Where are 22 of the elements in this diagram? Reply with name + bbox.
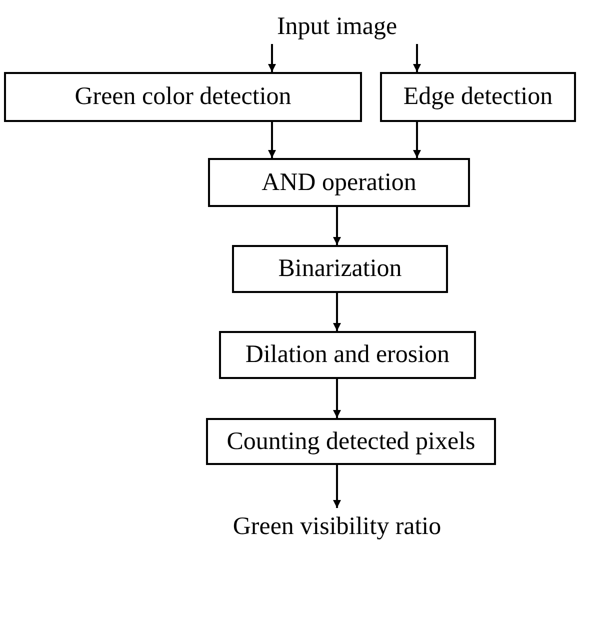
arrow <box>268 122 276 158</box>
node-label: Edge detection <box>403 82 553 112</box>
arrow <box>268 44 276 72</box>
arrow <box>413 44 421 72</box>
arrow <box>333 465 341 508</box>
arrow <box>333 293 341 331</box>
process-box <box>232 245 448 293</box>
arrow <box>333 207 341 245</box>
process-box <box>4 72 362 122</box>
process-box <box>219 331 476 379</box>
node-label: Green color detection <box>74 82 292 112</box>
arrow <box>333 379 341 418</box>
arrow <box>413 122 421 158</box>
process-box <box>208 158 470 207</box>
node-label: AND operation <box>262 168 416 198</box>
node-label: Green visibility ratio <box>232 512 442 542</box>
node-label: Input image <box>276 12 398 42</box>
node-label: Dilation and erosion <box>245 340 450 370</box>
process-box <box>206 418 496 465</box>
node-label: Counting detected pixels <box>226 426 476 457</box>
process-box <box>380 72 576 122</box>
node-label: Binarization <box>278 254 402 284</box>
